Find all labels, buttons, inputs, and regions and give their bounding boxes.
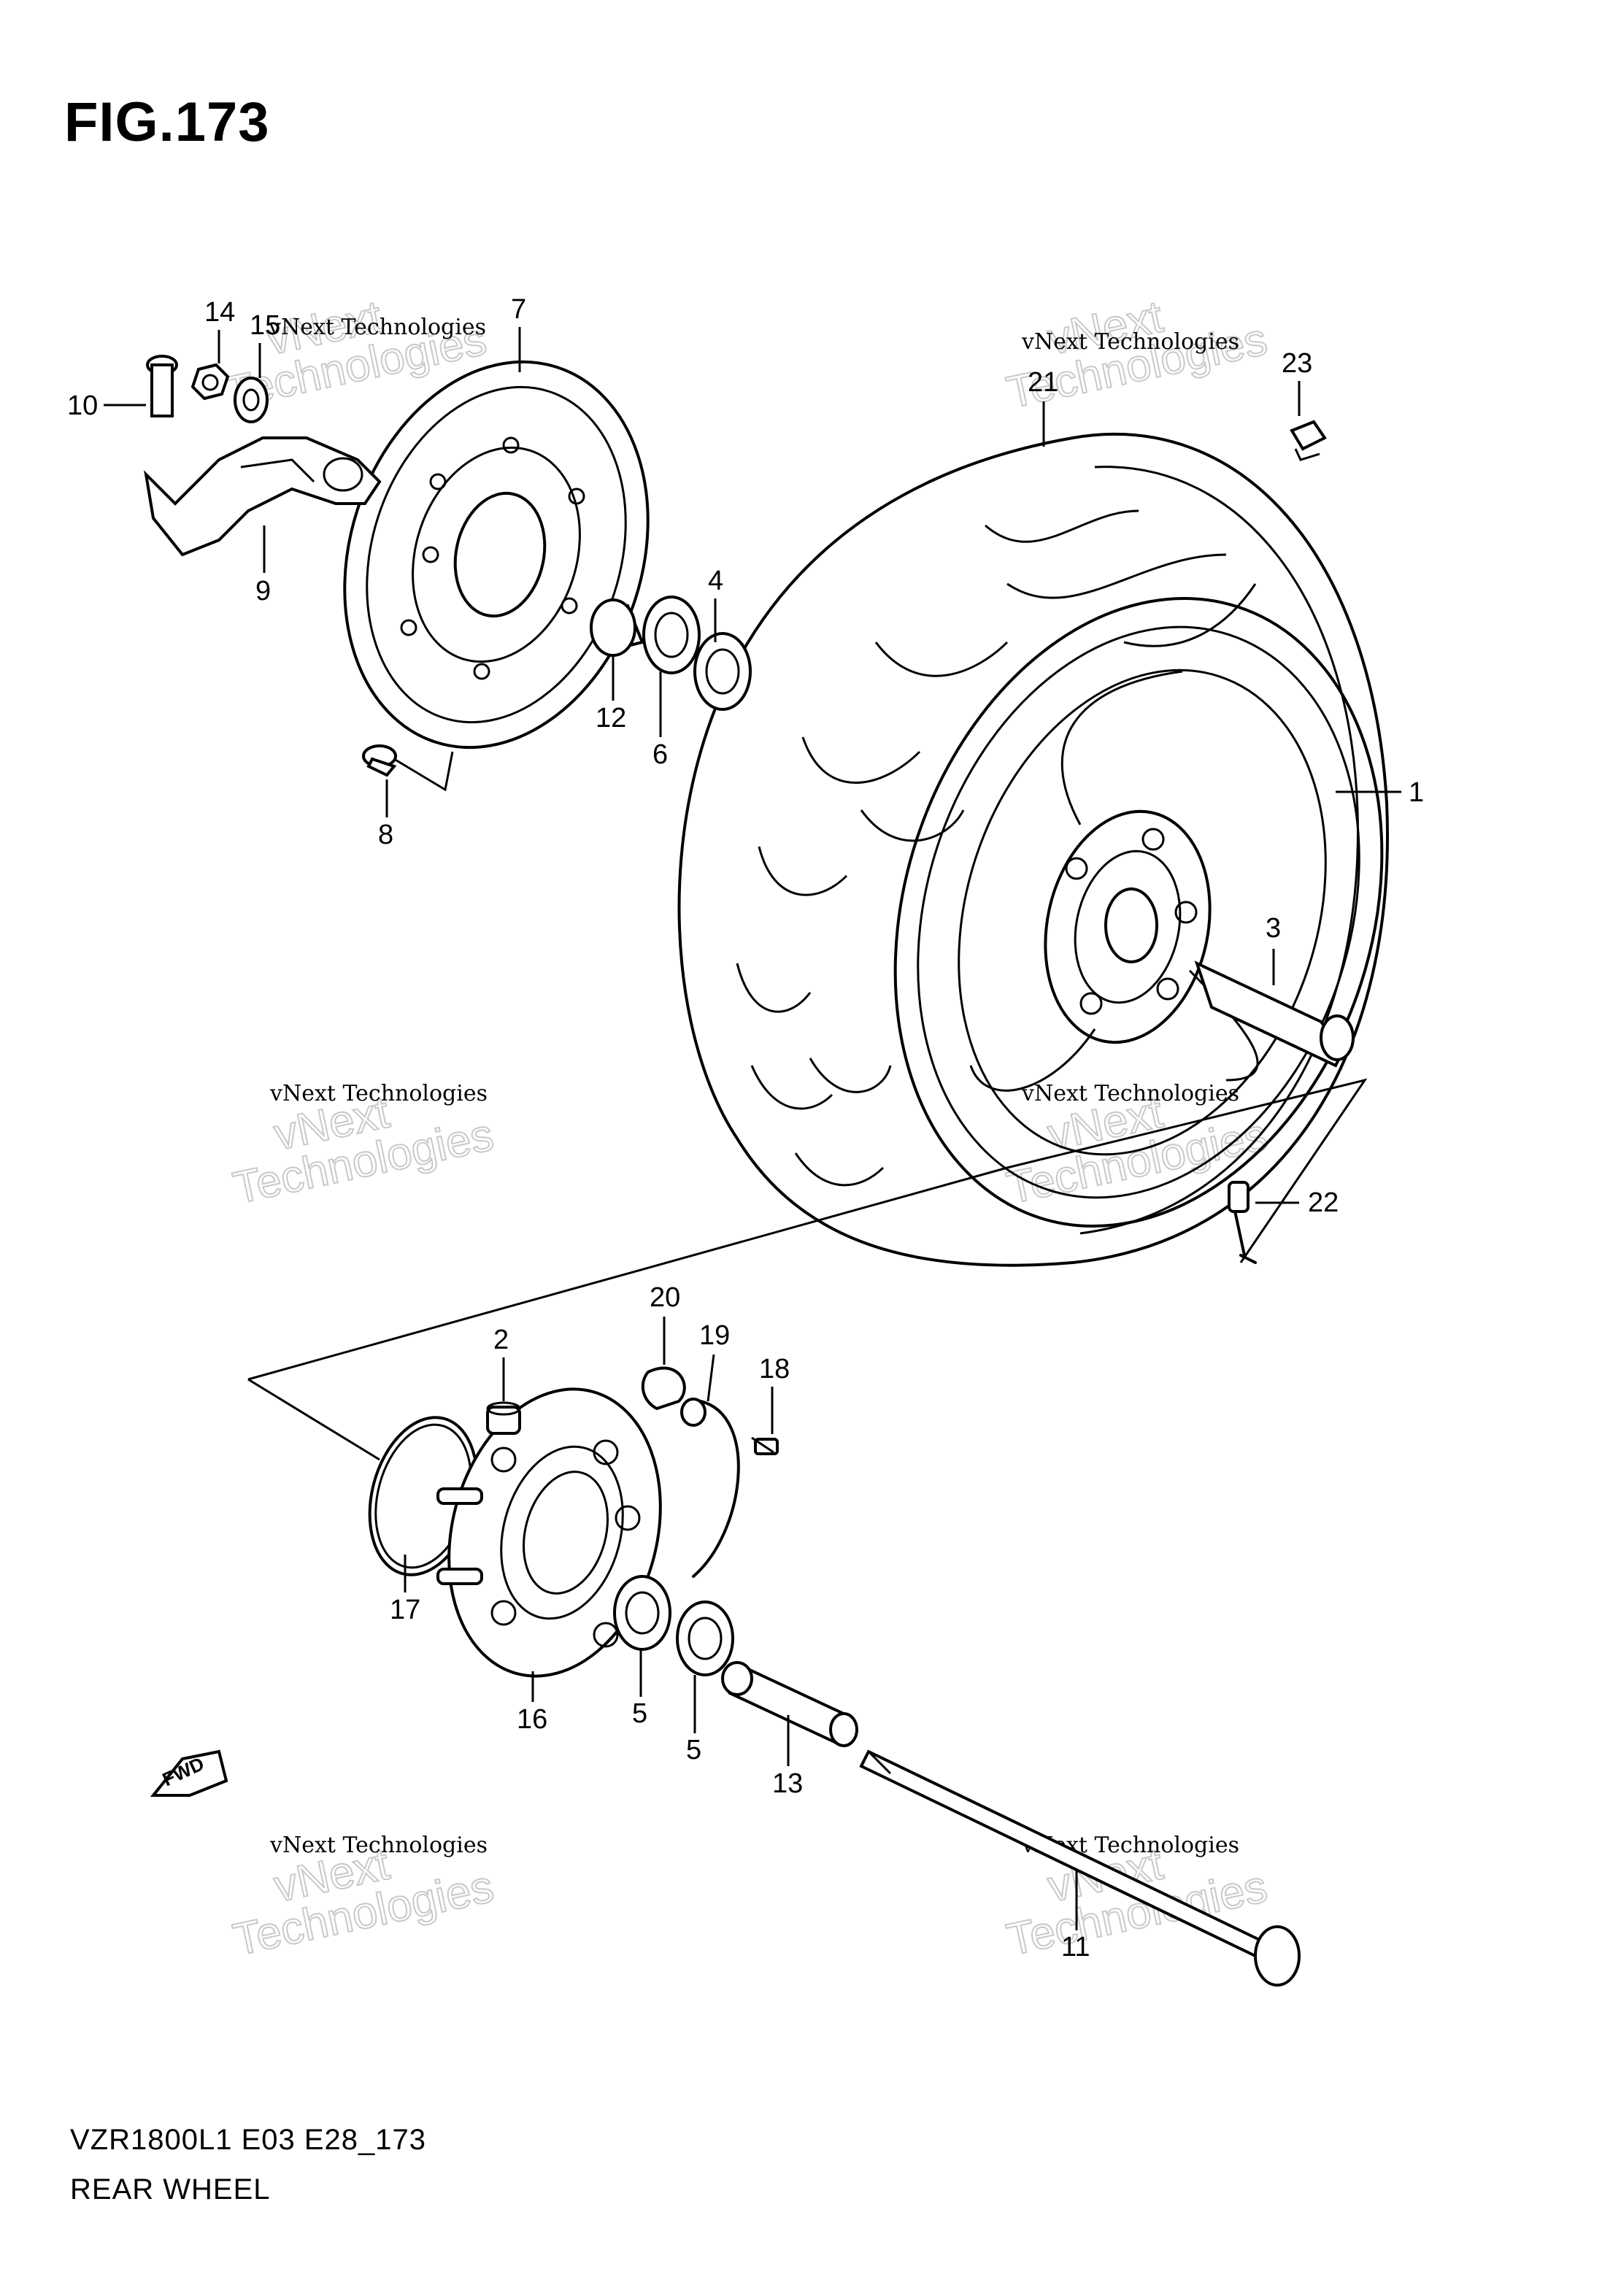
torque-link-9	[144, 436, 382, 557]
figure-title: FIG.173	[64, 91, 270, 153]
bearing-5b	[676, 1600, 734, 1676]
collar-2	[486, 1401, 521, 1435]
callout-20: 20	[650, 1282, 680, 1313]
rear-sprocket-hub-16	[436, 1387, 662, 1678]
callout-18: 18	[759, 1354, 790, 1384]
callout-10: 10	[67, 390, 98, 421]
watermark-text: vNext Technologies	[269, 1081, 488, 1106]
washer-20	[641, 1366, 686, 1411]
ring-19	[680, 1398, 740, 1578]
callout-19: 19	[699, 1320, 730, 1351]
callout-4: 4	[708, 566, 723, 596]
callout-21: 21	[1028, 367, 1058, 398]
bolt-10	[146, 355, 178, 417]
rear-axle-11	[859, 1749, 1301, 1987]
spacer-13	[721, 1661, 858, 1747]
callout-8: 8	[378, 820, 393, 850]
callouts: 1 2 3 4 5 5 6 7 8 9 10 11 12 13 14 15 16	[67, 294, 1424, 1962]
callout-17: 17	[390, 1595, 420, 1625]
watermarks: vNext Technologies vNext Technologies vN…	[221, 290, 1272, 1966]
brake-disc-7	[343, 360, 650, 750]
callout-1: 1	[1409, 777, 1424, 808]
spacer-12	[590, 598, 644, 657]
figure-code: VZR1800L1 E03 E28_173	[70, 2124, 427, 2156]
figure-name: REAR WHEEL	[70, 2173, 271, 2206]
callout-16: 16	[517, 1704, 547, 1735]
callout-7: 7	[511, 294, 526, 325]
axle-spacer-3	[1194, 960, 1355, 1068]
callout-3: 3	[1266, 913, 1281, 944]
callout-5b: 5	[686, 1735, 701, 1765]
callout-2: 2	[493, 1325, 509, 1355]
callout-23: 23	[1282, 348, 1312, 379]
screw-18	[751, 1436, 779, 1455]
callout-13: 13	[772, 1768, 803, 1799]
callout-9: 9	[255, 576, 271, 606]
disc-bolt-8	[362, 744, 397, 777]
bearing-4	[693, 632, 752, 711]
callout-15: 15	[250, 310, 280, 341]
callout-12: 12	[596, 703, 626, 733]
callout-5a: 5	[632, 1698, 647, 1729]
callout-22: 22	[1308, 1187, 1339, 1218]
callout-11: 11	[1061, 1932, 1090, 1962]
bearing-5a	[613, 1575, 671, 1651]
watermark-text: vNext Technologies	[269, 1833, 488, 1858]
fwd-arrow: FWD	[150, 1749, 228, 1797]
callout-14: 14	[204, 297, 235, 328]
callout-6: 6	[652, 739, 668, 770]
valve-22	[1228, 1181, 1257, 1264]
balance-weight-23	[1290, 420, 1327, 461]
watermark-text: vNext Technologies	[1021, 329, 1239, 355]
oil-seal-6	[642, 596, 701, 674]
watermark-text: vNext Technologies	[268, 315, 486, 340]
watermark-text: vNext Technologies	[1021, 1081, 1239, 1106]
washer-15	[234, 377, 269, 423]
nut-14	[190, 363, 230, 401]
